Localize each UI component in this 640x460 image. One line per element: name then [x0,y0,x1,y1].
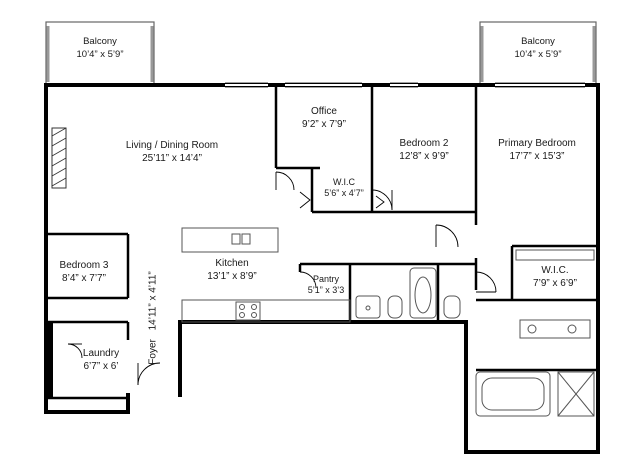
laundry-wall [46,322,53,398]
room-label-balcony-right: Balcony 10’4” x 5’9” [515,35,562,61]
room-label-kitchen: Kitchen 13’1” x 8’9” [207,257,256,283]
fireplace [51,127,67,189]
room-label-living-dining: Living / Dining Room 25’11” x 14’4” [126,139,218,165]
room-label-laundry: Laundry 6’7” x 6’ [83,347,119,373]
window-frames [225,82,585,88]
bath-fixtures [355,249,595,417]
room-name: W.I.C. [541,265,569,276]
room-dims: 12’8” x 9’9” [399,151,449,162]
room-label-bedroom-2: Bedroom 2 12’8” x 9’9” [399,137,448,163]
room-dims: 13’1” x 8’9” [207,271,257,282]
room-dims: 6’7” x 6’ [83,361,119,372]
room-name: Foyer [147,339,159,365]
room-dims: 5’1” x 3’3 [307,285,345,295]
room-dims: 9’2” x 7’9” [302,119,346,130]
interior-walls [46,85,598,400]
room-dims: 10’4” x 5’9” [76,49,124,60]
room-name: Primary Bedroom [498,138,576,149]
room-dims: 14’11” x 4’11” [147,271,159,331]
room-name: Office [311,106,337,117]
room-dims: 5’6” x 4’7” [324,188,364,198]
room-label-wic-small: W.I.C 5’6” x 4’7” [324,177,364,199]
room-dims: 10’4” x 5’9” [514,49,562,60]
room-name: Balcony [521,36,555,47]
room-label-balcony-left: Balcony 10’4” x 5’9” [77,35,124,61]
room-name: Balcony [83,36,117,47]
room-dims: 7’9” x 6’9” [533,278,577,289]
room-label-office: Office 9’2” x 7’9” [302,105,346,131]
kitchen-fixtures [181,227,351,323]
room-name: W.I.C [332,177,355,187]
room-name: Kitchen [215,258,249,269]
room-name: Pantry [312,274,339,284]
room-name: Laundry [82,348,120,359]
room-label-bedroom-3: Bedroom 3 8’4” x 7’7” [60,259,109,285]
room-label-primary-bedroom: Primary Bedroom 17’7” x 15’3” [498,137,576,163]
room-label-foyer: Foyer 14’11” x 4’11” [147,271,160,364]
room-label-wic-primary: W.I.C. 7’9” x 6’9” [533,264,577,290]
room-dims: 17’7” x 15’3” [509,151,565,162]
room-dims: 8’4” x 7’7” [62,273,106,284]
doors [67,171,497,386]
room-name: Bedroom 2 [399,138,449,149]
room-name: Living / Dining Room [125,140,219,151]
room-dims: 25’11” x 14’4” [142,153,202,164]
room-name: Bedroom 3 [59,260,109,271]
room-label-pantry: Pantry 5’1” x 3’3 [308,274,345,296]
